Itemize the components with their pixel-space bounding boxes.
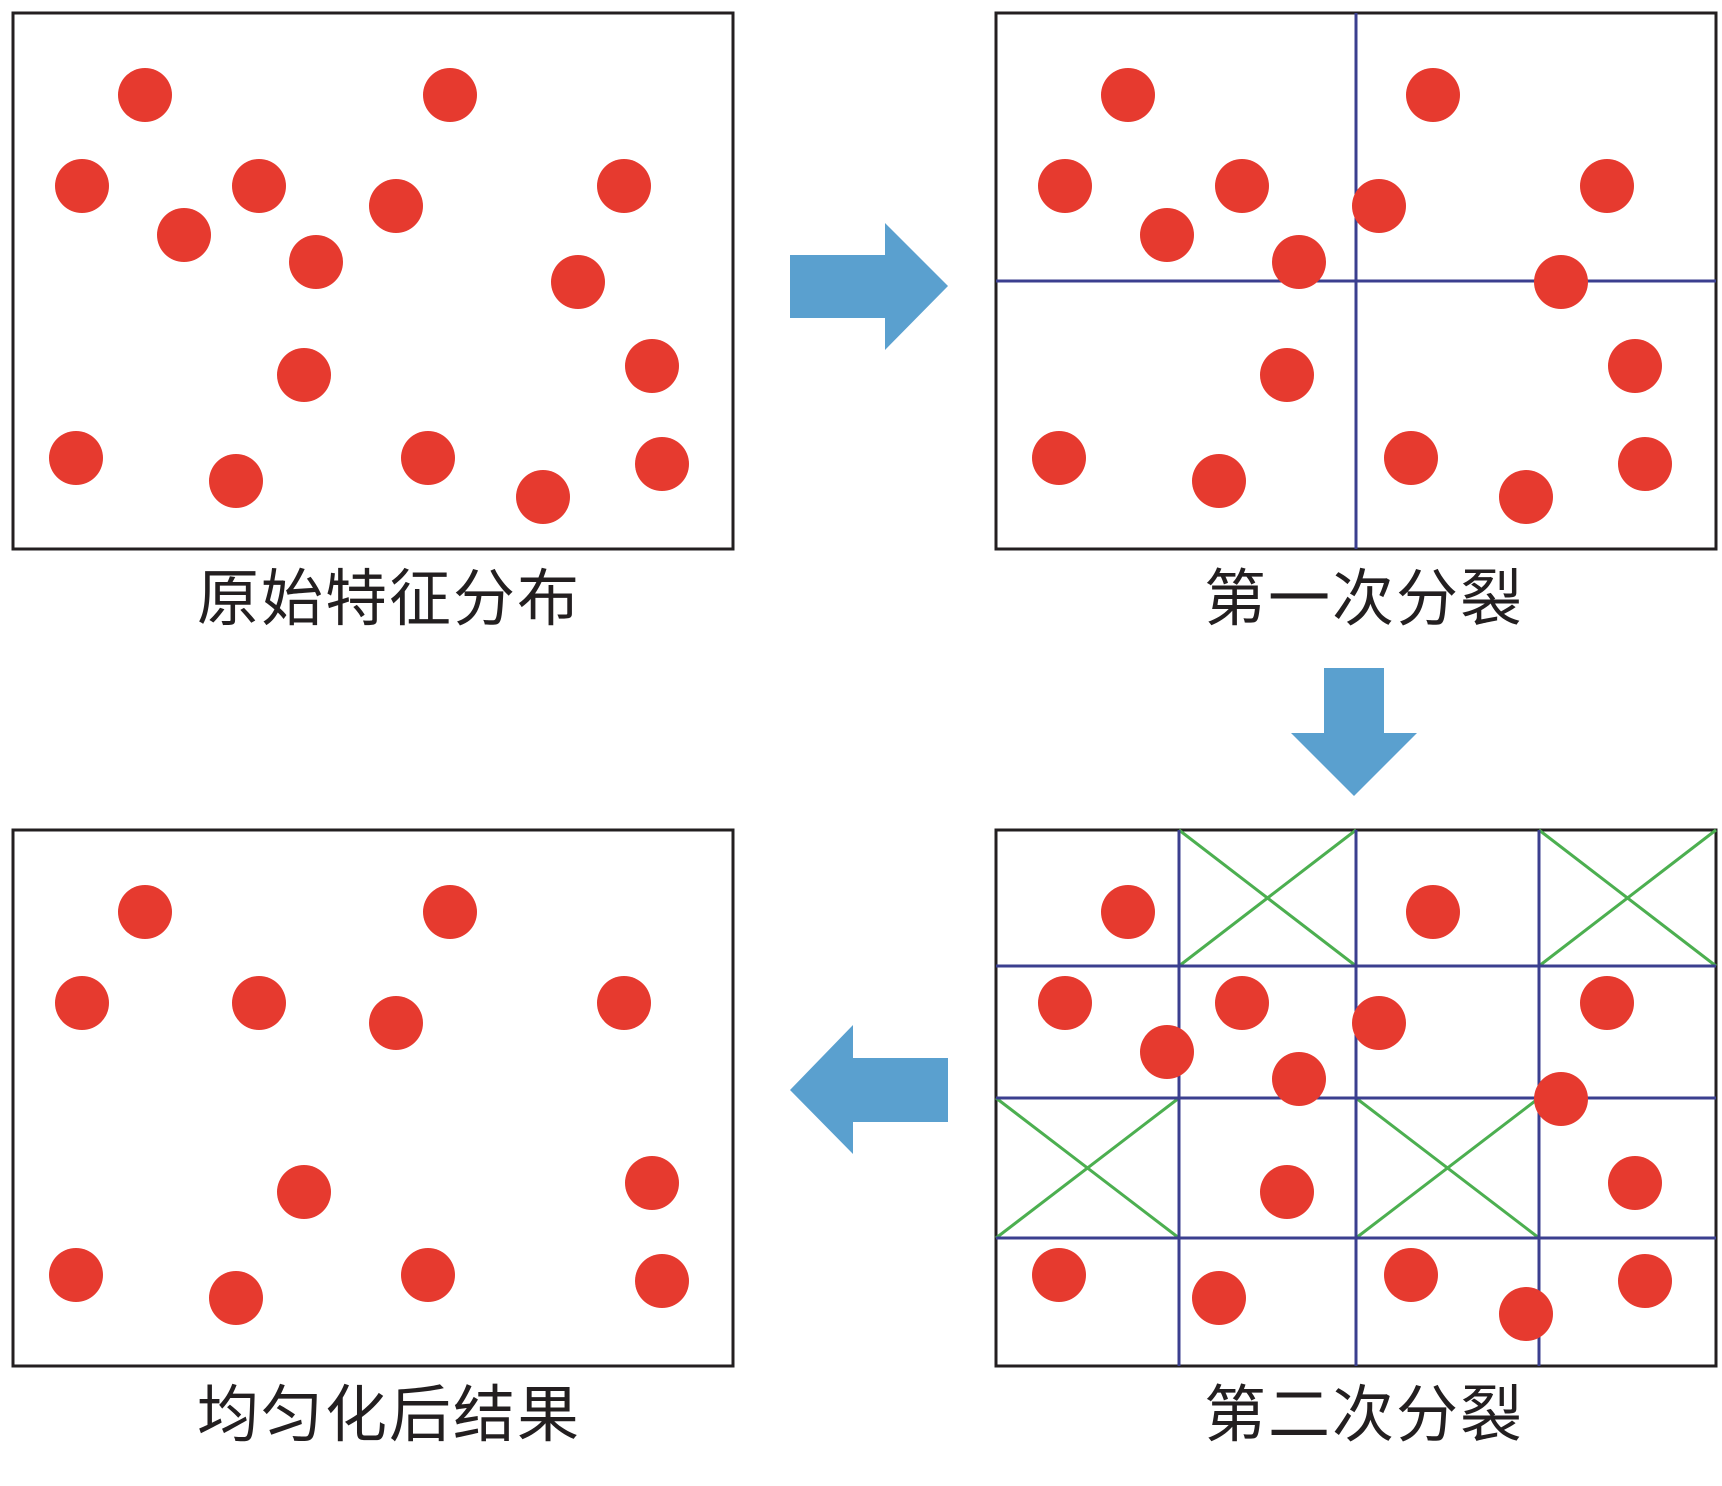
result-points — [49, 885, 689, 1325]
split2-feature-point — [1608, 1156, 1662, 1210]
original-feature-point — [401, 431, 455, 485]
split1-feature-point — [1580, 159, 1634, 213]
arrow-left-icon — [790, 1025, 948, 1154]
split2-feature-point — [1038, 976, 1092, 1030]
result-feature-point — [232, 976, 286, 1030]
split1-feature-point — [1101, 68, 1155, 122]
result-feature-point — [55, 976, 109, 1030]
result-feature-point — [209, 1271, 263, 1325]
split2-feature-point — [1192, 1271, 1246, 1325]
split1-feature-point — [1618, 437, 1672, 491]
split1-feature-point — [1215, 159, 1269, 213]
split1-feature-point — [1038, 159, 1092, 213]
split2-feature-point — [1260, 1165, 1314, 1219]
split1-feature-point — [1032, 431, 1086, 485]
original-feature-point — [369, 179, 423, 233]
x-cross-icon — [1538, 828, 1717, 968]
result-feature-point — [401, 1248, 455, 1302]
result-feature-point — [423, 885, 477, 939]
caption-homogenized-result: 均匀化后结果 — [196, 1378, 581, 1451]
split1-feature-point — [1140, 208, 1194, 262]
split1-feature-point — [1406, 68, 1460, 122]
split2-feature-point — [1384, 1248, 1438, 1302]
split2-feature-point — [1534, 1072, 1588, 1126]
result-feature-point — [369, 996, 423, 1050]
original-feature-point — [49, 431, 103, 485]
split2-feature-point — [1352, 996, 1406, 1050]
original-feature-point — [209, 454, 263, 508]
original-feature-point — [551, 255, 605, 309]
result-feature-point — [597, 976, 651, 1030]
result-feature-point — [49, 1248, 103, 1302]
split1-feature-point — [1272, 235, 1326, 289]
panel-result-frame — [11, 828, 735, 1368]
result-feature-point — [635, 1254, 689, 1308]
original-feature-point — [625, 339, 679, 393]
panel-original-frame — [11, 11, 735, 551]
split2-feature-point — [1618, 1254, 1672, 1308]
split2-feature-point — [1101, 885, 1155, 939]
split2-feature-point — [1406, 885, 1460, 939]
split2-points — [1032, 885, 1672, 1341]
split2-feature-point — [1215, 976, 1269, 1030]
original-feature-point — [55, 159, 109, 213]
x-cross-icon — [1178, 828, 1357, 968]
split1-points — [1032, 68, 1672, 524]
split2-feature-point — [1580, 976, 1634, 1030]
split2-feature-point — [1499, 1287, 1553, 1341]
caption-original-distribution: 原始特征分布 — [196, 562, 581, 635]
split1-feature-point — [1534, 255, 1588, 309]
original-feature-point — [516, 470, 570, 524]
original-feature-point — [289, 235, 343, 289]
x-cross-icon — [995, 1096, 1180, 1240]
caption-second-split: 第二次分裂 — [1203, 1378, 1524, 1451]
result-feature-point — [625, 1156, 679, 1210]
original-feature-point — [232, 159, 286, 213]
original-feature-point — [597, 159, 651, 213]
original-feature-point — [635, 437, 689, 491]
original-points — [49, 68, 689, 524]
original-feature-point — [277, 348, 331, 402]
original-feature-point — [157, 208, 211, 262]
original-feature-point — [423, 68, 477, 122]
arrow-down-icon — [1291, 668, 1417, 796]
split1-feature-point — [1352, 179, 1406, 233]
split2-feature-point — [1140, 1025, 1194, 1079]
caption-first-split: 第一次分裂 — [1203, 562, 1524, 635]
split2-feature-point — [1032, 1248, 1086, 1302]
x-cross-icon — [1355, 1096, 1540, 1240]
arrow-right-icon — [790, 223, 948, 350]
split1-feature-point — [1384, 431, 1438, 485]
split1-feature-point — [1260, 348, 1314, 402]
split1-feature-point — [1192, 454, 1246, 508]
split1-feature-point — [1499, 470, 1553, 524]
result-feature-point — [277, 1165, 331, 1219]
original-feature-point — [118, 68, 172, 122]
split1-feature-point — [1608, 339, 1662, 393]
result-feature-point — [118, 885, 172, 939]
split2-feature-point — [1272, 1052, 1326, 1106]
